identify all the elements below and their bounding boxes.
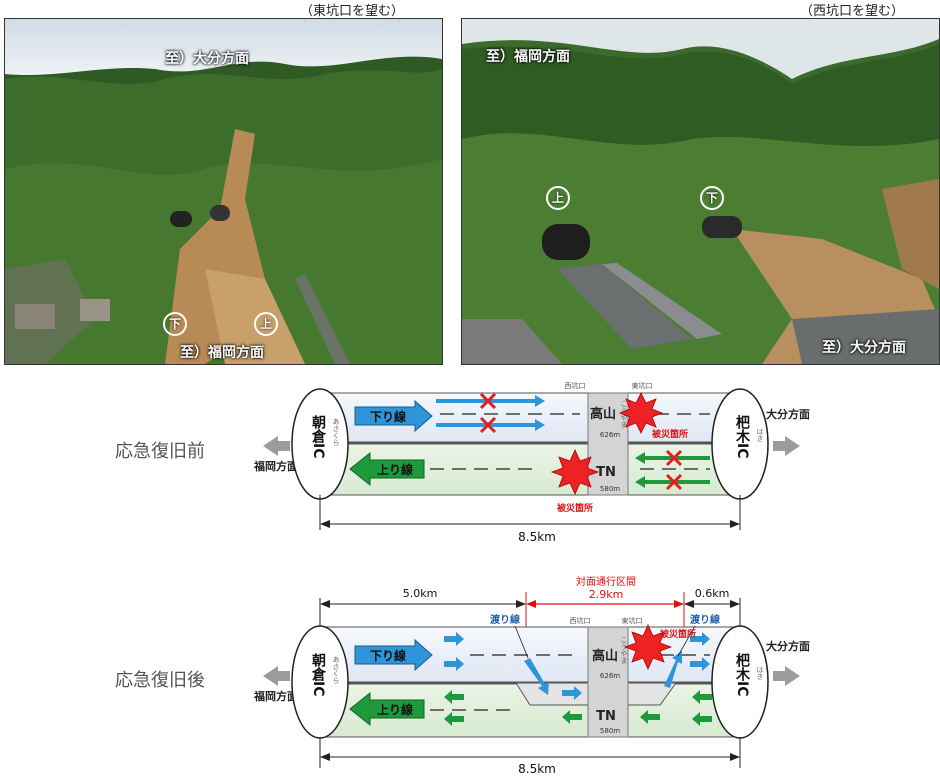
before-west-portal: 西坑口 xyxy=(565,381,586,390)
before-cross-4 xyxy=(665,473,683,491)
after-up-line-label: 上り線 xyxy=(377,702,413,717)
after-tunnel-up-len: 626m xyxy=(600,672,620,680)
after-down-line-arrow xyxy=(354,638,433,672)
before-left-ic-label: 朝倉IC xyxy=(310,414,327,458)
after-right-dir: 大分方面 xyxy=(766,639,810,653)
left-photo-caption: （東坑口を望む） xyxy=(300,4,405,19)
before-tunnel-down-name: TN xyxy=(596,465,616,480)
before-total-distance: 8.5km xyxy=(518,530,556,544)
after-left-dir: 福岡方面 xyxy=(253,689,298,703)
after-blue-cross-arrow-left xyxy=(524,658,549,695)
before-up-line-label: 上り線 xyxy=(377,462,413,477)
diagram-before: 福岡方面 高山 626m こうやま TN 580m 西坑口 東坑口 下り線 xyxy=(253,381,810,544)
before-down-line-label: 下り線 xyxy=(370,409,406,424)
after-west-portal: 西坑口 xyxy=(570,616,591,625)
after-green-arrow-2 xyxy=(444,712,464,726)
diagram-after: 福岡方面 大分方面 5.0km 対面通行区間 2.9km 0.6km 高山 62… xyxy=(253,575,810,776)
before-tunnel-up-len: 626m xyxy=(600,431,620,439)
after-green-arrow-6 xyxy=(692,712,712,726)
after-dist-right: 0.6km xyxy=(695,587,730,600)
before-cross-3 xyxy=(665,449,683,467)
before-down-line-arrow xyxy=(354,399,433,433)
right-photo-caption: （西坑口を望む） xyxy=(800,4,905,19)
after-right-ic-ruby: はき xyxy=(756,666,764,680)
after-blue-arrow-5 xyxy=(690,657,710,671)
right-photo-up-mark: 上 xyxy=(546,186,570,210)
before-right-ic-label: 杷木IC xyxy=(734,414,751,458)
after-tunnel-down-len: 580m xyxy=(600,727,620,735)
after-green-arrow-1 xyxy=(444,690,464,704)
before-right-ic-ruby: はき xyxy=(756,428,764,442)
right-photo-down-mark: 下 xyxy=(700,186,724,210)
before-right-dir-arrow xyxy=(773,436,800,456)
before-damage-label-2: 被災箇所 xyxy=(557,502,593,514)
before-damage-label-1: 被災箇所 xyxy=(652,428,688,440)
after-side-label: 応急復旧後 xyxy=(115,670,205,691)
after-up-line-arrow xyxy=(349,691,425,727)
before-side-label: 応急復旧前 xyxy=(115,441,205,462)
after-blue-arrow-3 xyxy=(562,686,582,700)
after-green-arrow-3 xyxy=(562,710,582,724)
after-green-arrow-4 xyxy=(640,710,660,724)
before-tunnel xyxy=(587,392,629,496)
after-tunnel-up-name: 高山 xyxy=(592,648,618,664)
after-tunnel-down-name: TN xyxy=(596,709,616,724)
before-left-dir-arrow xyxy=(263,436,290,456)
after-left-ic-label: 朝倉IC xyxy=(310,652,327,696)
before-up-line-arrow xyxy=(349,451,425,487)
after-left-ic-ruby: あさくら xyxy=(332,656,340,684)
after-blue-arrow-2 xyxy=(444,657,464,671)
before-tunnel-up-name: 高山 xyxy=(590,406,616,422)
before-east-portal: 東坑口 xyxy=(632,381,653,390)
after-blue-cross-arrow-right xyxy=(664,651,682,688)
before-left-dir: 福岡方面 xyxy=(253,459,298,473)
before-cross-1 xyxy=(479,392,497,410)
right-photo-label-bottom: 至）大分方面 xyxy=(822,340,906,356)
before-cross-2 xyxy=(479,416,497,434)
after-damage-burst xyxy=(623,624,673,670)
after-total-distance: 8.5km xyxy=(518,762,556,776)
after-east-portal: 東坑口 xyxy=(622,616,643,625)
after-dist-mid: 2.9km xyxy=(589,588,624,601)
after-down-line-label: 下り線 xyxy=(370,648,406,663)
before-damage-burst-2 xyxy=(550,449,600,495)
after-damage-label: 被災箇所 xyxy=(660,628,696,640)
before-down-arrow-1 xyxy=(436,395,545,407)
after-right-dir-arrow xyxy=(773,666,800,686)
after-green-arrow-5 xyxy=(692,690,712,704)
before-left-ic-ruby: あさくら xyxy=(332,418,340,446)
after-blue-arrow-4 xyxy=(690,632,710,646)
after-dist-left: 5.0km xyxy=(403,587,438,600)
after-tunnel-ruby: こうやま xyxy=(620,636,628,664)
before-damage-burst-1 xyxy=(618,392,664,434)
after-section-label: 対面通行区間 xyxy=(576,575,636,588)
left-photo-label-bottom: 至）福岡方面 xyxy=(180,345,264,361)
after-blue-arrow-1 xyxy=(444,632,464,646)
before-down-arrow-2 xyxy=(436,419,545,431)
before-tunnel-down-len: 580m xyxy=(600,485,620,493)
after-crossover-right-label: 渡り線 xyxy=(690,613,720,626)
right-photo-label-top: 至）福岡方面 xyxy=(486,49,570,65)
before-right-dir: 大分方面 xyxy=(766,407,810,421)
after-tunnel xyxy=(587,626,629,738)
after-left-dir-arrow xyxy=(263,666,290,686)
left-photo-down-mark: 下 xyxy=(163,312,187,336)
left-photo-label-top: 至）大分方面 xyxy=(165,51,249,67)
left-photo-up-mark: 上 xyxy=(254,312,278,336)
after-right-ic-label: 杷木IC xyxy=(734,652,751,696)
after-crossover-left-label: 渡り線 xyxy=(490,613,520,626)
